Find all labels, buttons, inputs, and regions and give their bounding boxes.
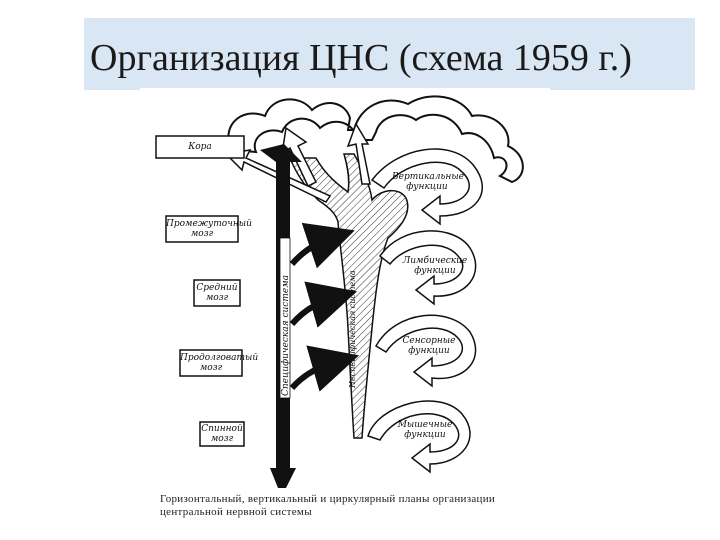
specific-system-label-bg	[279, 237, 291, 399]
label-sensory-functions: Сенсорные функции	[402, 336, 456, 356]
label-cortex: Кора	[188, 142, 212, 152]
label-midbrain: Средний мозг	[196, 283, 238, 303]
diagram-drawing	[155, 95, 524, 488]
cns-diagram: Кора Промежуточный мозг Средний мозг Про…	[140, 88, 550, 528]
loop-arrow-limbic	[378, 230, 477, 306]
cortex-outline	[227, 95, 524, 184]
label-muscle-functions: Мышечные функции	[397, 420, 453, 440]
label-specific-system: Специфическая система	[281, 274, 291, 396]
label-limbic-functions: Лимбические функции	[402, 256, 468, 276]
loop-arrow-muscle	[367, 400, 471, 474]
label-medulla: Продолговатый мозг	[180, 353, 259, 373]
box-spinal-cord	[199, 421, 245, 447]
collateral-arrow-3	[289, 345, 360, 392]
slide-title: Организация ЦНС (схема 1959 г.)	[90, 37, 632, 79]
box-midbrain	[193, 279, 241, 307]
loop-arrow-sensory	[374, 314, 477, 388]
box-medulla	[179, 349, 243, 377]
label-diencephalon: Промежуточный мозг	[166, 219, 252, 239]
loop-arrow-vertical	[370, 148, 484, 226]
collateral-arrow-1	[289, 222, 355, 269]
label-vertical-functions: Вертикальные функции	[392, 172, 464, 192]
title-background	[84, 18, 695, 90]
label-nonspecific-system: Неспецифическая система	[348, 270, 357, 388]
label-spinal-cord: Спинной мозг	[201, 424, 243, 444]
box-diencephalon	[165, 215, 239, 243]
upward-arrow-right	[346, 122, 371, 185]
collateral-arrow-2	[289, 281, 358, 328]
box-cortex	[155, 135, 245, 159]
figure-caption: Горизонтальный, вертикальный и циркулярн…	[160, 493, 496, 518]
